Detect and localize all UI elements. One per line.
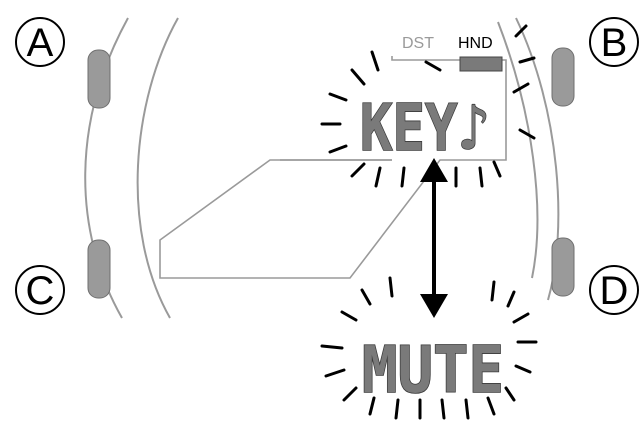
- button-label-c: C: [15, 265, 65, 315]
- case-right-inner: [497, 21, 539, 279]
- button-b-pusher: [551, 47, 575, 107]
- button-label-d: D: [589, 265, 639, 315]
- display-lower-text: MUTE: [362, 334, 504, 408]
- button-label-b: B: [589, 17, 639, 67]
- button-letter-d: D: [600, 269, 629, 313]
- flash-marks-upper: [320, 24, 536, 188]
- toggle-arrow: [420, 158, 448, 318]
- side-buttons: [87, 47, 575, 299]
- display-frame: [159, 56, 507, 279]
- arrow-head-down: [420, 294, 448, 318]
- button-a-pusher: [87, 49, 111, 109]
- flash-marks-lower: [320, 276, 538, 420]
- case-left-inner: [136, 17, 179, 319]
- display-outline: [159, 56, 507, 279]
- hnd-indicator: HND: [458, 35, 493, 52]
- display-upper-text: KEY♪: [360, 92, 490, 166]
- arrow-head-up: [420, 158, 448, 182]
- button-letter-a: A: [27, 21, 54, 65]
- hnd-segment-bar: [459, 56, 503, 72]
- button-letter-c: C: [26, 269, 55, 313]
- button-label-a: A: [15, 17, 65, 67]
- dst-indicator: DST: [402, 35, 434, 52]
- button-letter-b: B: [601, 21, 628, 65]
- button-d-pusher: [551, 237, 575, 297]
- button-c-pusher: [87, 239, 111, 299]
